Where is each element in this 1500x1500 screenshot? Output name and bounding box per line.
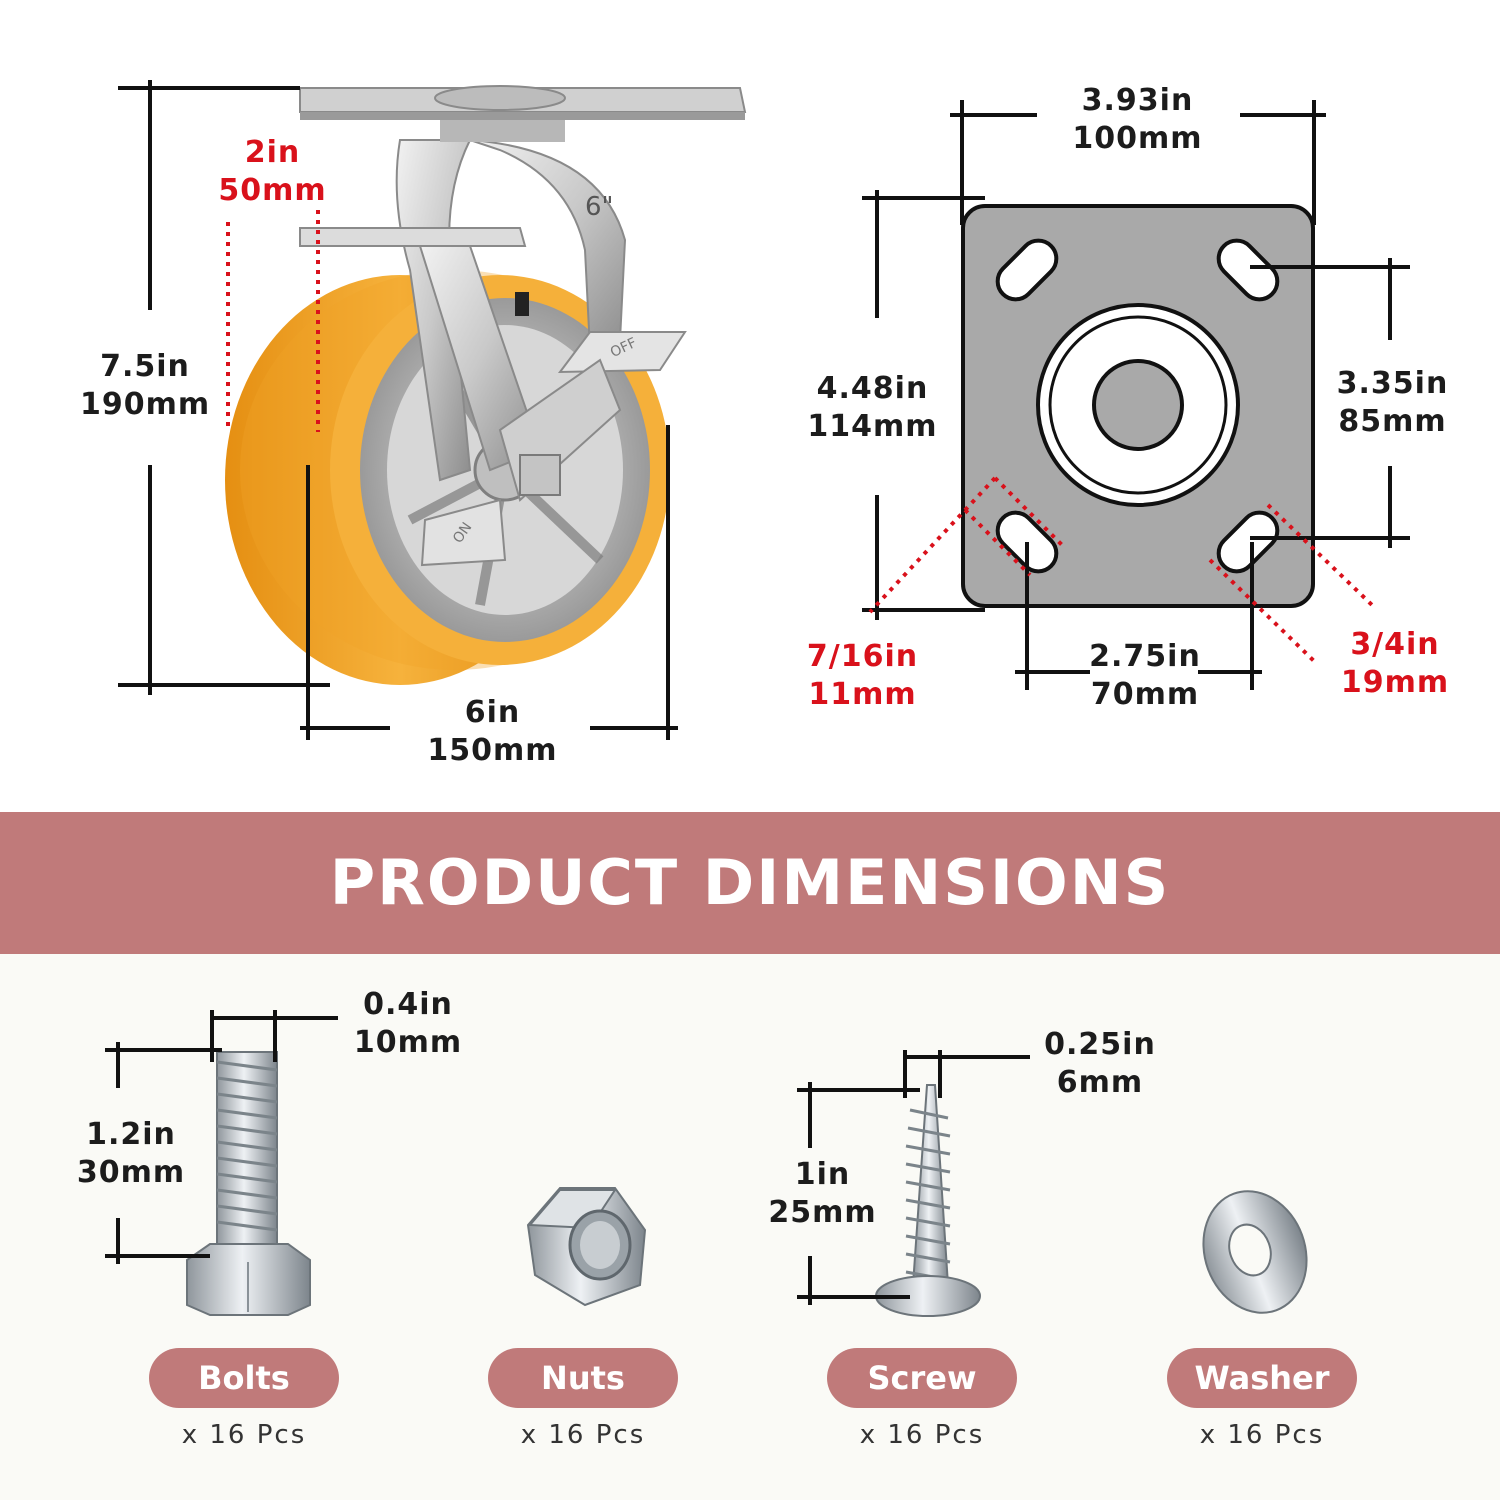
caster-wheel-image — [225, 85, 747, 685]
wheel-diameter-in: 6in — [464, 695, 521, 730]
caster-height-dimension: 7.5in 190mm — [80, 348, 210, 424]
screw-length-in: 1in — [794, 1157, 851, 1192]
wheel-size-mark: 6" — [585, 192, 614, 222]
screw-width-in: 0.25in — [1044, 1027, 1156, 1062]
bolts-quantity: x 16 Pcs — [181, 1420, 307, 1450]
product-dimensions-banner: PRODUCT DIMENSIONS — [0, 812, 1500, 954]
plate-length-dimension: 4.48in 114mm — [805, 370, 940, 446]
dimension-diagrams: 6" OFF ON 7.5in 190mm 2in 50mm 6in 150mm — [80, 80, 1455, 770]
bolt-image — [186, 1051, 311, 1316]
tread-width-mm: 50mm — [218, 173, 327, 208]
screw-label-pill: Screw — [827, 1348, 1017, 1408]
hardware-section: 0.4in 10mm 1.2in 30mm 0.25in 6mm 1in 25m… — [0, 954, 1500, 1500]
bolt-width-dimension: 0.4in 10mm — [348, 986, 468, 1062]
bolt-width-mm: 10mm — [353, 1025, 463, 1060]
wheel-diameter-dimension: 6in 150mm — [420, 694, 565, 770]
small-hole-in: 7/16in — [806, 639, 919, 674]
plate-length-mm: 114mm — [807, 409, 938, 444]
screw-width-dimension: 0.25in 6mm — [1035, 1026, 1165, 1102]
bolt-width-in: 0.4in — [363, 987, 453, 1022]
bolt-length-in: 1.2in — [86, 1117, 176, 1152]
tread-width-dimension: 2in 50mm — [210, 134, 335, 210]
small-hole-mm: 11mm — [808, 677, 917, 712]
large-hole-mm: 19mm — [1340, 665, 1450, 700]
nuts-label-pill: Nuts — [488, 1348, 678, 1408]
hole-spacing-vertical-mm: 85mm — [1338, 404, 1447, 439]
tread-width-in: 2in — [244, 135, 301, 170]
large-hole-in: 3/4in — [1350, 627, 1440, 662]
hole-spacing-horizontal-dimension: 2.75in 70mm — [1080, 638, 1210, 714]
bolt-length-mm: 30mm — [76, 1155, 186, 1190]
bolt-length-dimension: 1.2in 30mm — [70, 1116, 192, 1192]
wheel-diameter-mm: 150mm — [427, 733, 558, 768]
plate-length-in: 4.48in — [816, 371, 929, 406]
banner-title: PRODUCT DIMENSIONS — [329, 846, 1171, 919]
large-hole-dimension: 3/4in 19mm — [1335, 626, 1455, 702]
plate-width-mm: 100mm — [1072, 121, 1203, 156]
screw-length-mm: 25mm — [768, 1195, 877, 1230]
caster-height-in: 7.5in — [100, 349, 190, 384]
washer-quantity: x 16 Pcs — [1199, 1420, 1325, 1450]
bolts-label-pill: Bolts — [149, 1348, 339, 1408]
hole-spacing-horizontal-in: 2.75in — [1089, 639, 1201, 674]
plate-width-in: 3.93in — [1081, 83, 1194, 118]
hole-spacing-vertical-dimension: 3.35in 85mm — [1330, 365, 1455, 441]
washer-image — [1202, 1190, 1308, 1314]
caster-height-mm: 190mm — [80, 387, 211, 422]
screw-length-dimension: 1in 25mm — [760, 1156, 885, 1232]
caster-dimension-lines — [118, 80, 678, 740]
screw-quantity: x 16 Pcs — [859, 1420, 985, 1450]
plate-width-dimension: 3.93in 100mm — [1065, 82, 1210, 158]
nut-image — [526, 1187, 647, 1307]
hole-spacing-vertical-in: 3.35in — [1336, 366, 1449, 401]
hole-spacing-horizontal-mm: 70mm — [1090, 677, 1200, 712]
screw-width-mm: 6mm — [1056, 1065, 1144, 1100]
small-hole-dimension: 7/16in 11mm — [795, 638, 930, 714]
nuts-quantity: x 16 Pcs — [520, 1420, 646, 1450]
washer-label-pill: Washer — [1167, 1348, 1357, 1408]
hardware-images — [105, 1010, 1308, 1317]
screw-image — [875, 1084, 981, 1317]
